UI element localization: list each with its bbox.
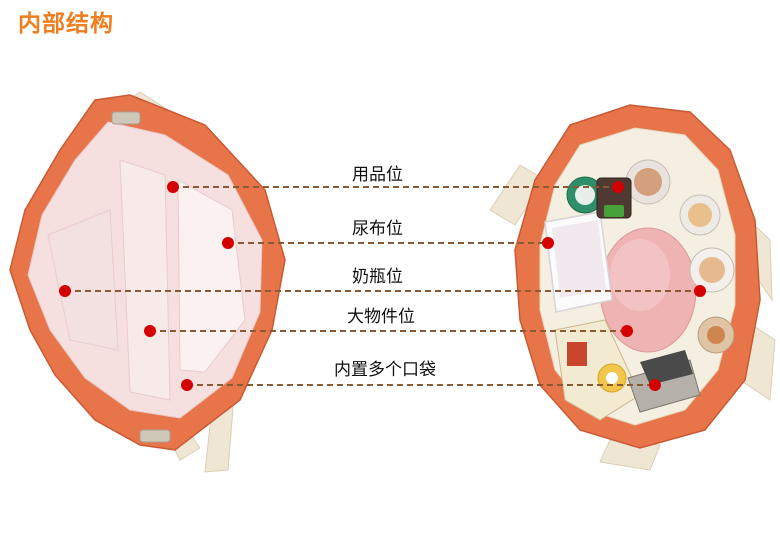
marker-dot	[621, 325, 633, 337]
marker-dot	[167, 181, 179, 193]
label-bottles: 奶瓶位	[352, 267, 403, 287]
left-bag-photo	[9, 91, 286, 473]
label-inner-pockets: 内置多个口袋	[334, 360, 436, 380]
marker-dot	[694, 285, 706, 297]
marker-dot	[59, 285, 71, 297]
marker-dot	[612, 181, 624, 193]
marker-dot	[222, 237, 234, 249]
label-diapers: 尿布位	[352, 219, 403, 239]
marker-dot	[144, 325, 156, 337]
marker-dots	[59, 181, 706, 391]
marker-dot	[181, 379, 193, 391]
right-bag-photo	[489, 104, 776, 471]
page-title: 内部结构	[18, 11, 114, 37]
label-large-items: 大物件位	[347, 307, 415, 327]
label-supplies: 用品位	[352, 165, 403, 185]
marker-dot	[542, 237, 554, 249]
marker-dot	[649, 379, 661, 391]
leader-lines	[65, 186, 700, 386]
